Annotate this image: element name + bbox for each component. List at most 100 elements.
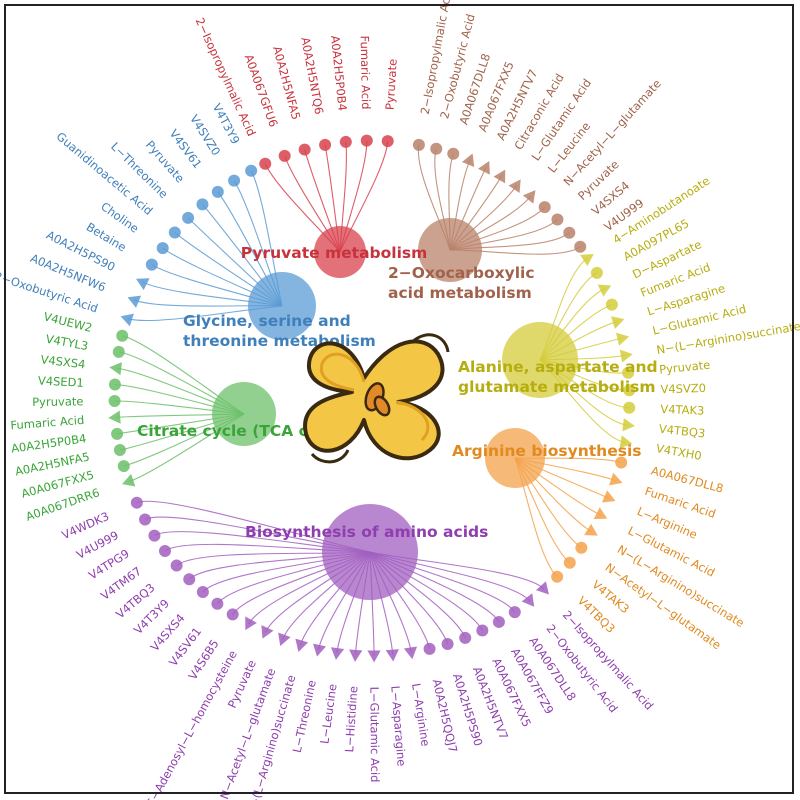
leaf-marker-circle <box>575 541 588 554</box>
leaf-label-l-histidine: L−Histidine <box>342 686 360 753</box>
leaf-marker-circle <box>245 164 258 177</box>
hub-biosynthesis <box>322 504 418 600</box>
leaf-marker-circle <box>360 134 373 147</box>
leaf-marker-triangle <box>622 418 635 432</box>
leaf-marker-circle <box>196 198 209 211</box>
leaf-marker-circle <box>563 226 576 239</box>
leaf-marker-circle <box>259 157 272 170</box>
hub-label-layer: Pyruvate metabolism 2−Oxocarboxylic acid m… <box>137 244 658 541</box>
leaf-marker-triangle <box>385 649 399 662</box>
leaf-marker-circle <box>117 460 130 473</box>
leaf-marker-circle <box>183 573 196 586</box>
leaf-marker-triangle <box>295 638 309 652</box>
hub-label-alanine: Alanine, aspartate and <box>458 358 658 376</box>
hub-oxocarboxylic <box>418 218 482 282</box>
leaf-marker-triangle <box>330 647 345 660</box>
hub-layer <box>212 218 578 600</box>
leaf-marker-circle <box>476 624 489 637</box>
leaf-label-l-asparagine: L−Asparagine <box>388 685 408 767</box>
leaf-marker-circle <box>339 135 352 148</box>
leaf-marker-triangle <box>261 625 274 639</box>
leaf-marker-circle <box>623 384 636 397</box>
leaf-marker-triangle <box>493 169 506 184</box>
leaf-marker-triangle <box>619 435 633 449</box>
leaf-marker-triangle <box>616 332 630 346</box>
leaf-marker-circle <box>622 366 635 379</box>
leaf-marker-circle <box>574 240 587 253</box>
leaf-marker-triangle <box>109 362 122 376</box>
leaf-marker-circle <box>148 529 161 542</box>
hub-label-oxocarboxylic: 2−Oxocarboxylic <box>388 264 535 282</box>
leaf-marker-triangle <box>521 593 535 607</box>
leaf-marker-circle <box>211 597 224 610</box>
hub-alanine <box>502 322 578 398</box>
leaf-marker-circle <box>319 138 332 151</box>
leaf-marker-triangle <box>312 643 327 657</box>
leaf-label-pyruvate: Pyruvate <box>383 58 400 110</box>
leaf-marker-triangle <box>611 316 625 329</box>
hub-pyruvate <box>314 226 366 278</box>
hub-label-pyruvate: Pyruvate metabolism <box>241 244 428 262</box>
leaf-marker-triangle <box>609 472 623 486</box>
leaf-label-v4tak3: V4TAK3 <box>660 402 705 418</box>
leaf-marker-triangle <box>136 278 150 291</box>
leaf-marker-circle <box>551 570 564 583</box>
leaf-marker-circle <box>492 615 505 628</box>
leaf-marker-triangle <box>278 632 291 646</box>
leaf-marker-triangle <box>580 253 594 267</box>
leaf-label-fumaric-acid: Fumaric Acid <box>358 35 374 109</box>
leaf-marker-circle <box>112 345 125 358</box>
leaf-label-fumaric-acid: Fumaric Acid <box>10 413 85 433</box>
leaf-marker-circle <box>412 138 425 151</box>
leaf-label-v4tbq3: V4TBQ3 <box>658 422 706 441</box>
center-flower-icon <box>303 333 450 464</box>
leaf-marker-triangle <box>593 507 608 520</box>
leaf-marker-circle <box>182 211 195 224</box>
leaf-marker-circle <box>130 496 143 509</box>
leaf-marker-circle <box>170 559 183 572</box>
hub-label-citrate: Citrate cycle (TCA cycle) <box>137 422 350 440</box>
leaf-label-pyruvate: Pyruvate <box>659 358 711 377</box>
leaf-marker-circle <box>563 556 576 569</box>
leaf-marker-circle <box>430 142 443 155</box>
leaf-marker-triangle <box>120 313 134 327</box>
leaf-marker-triangle <box>477 161 490 175</box>
leaf-marker-circle <box>108 394 121 407</box>
leaf-marker-triangle <box>403 646 418 660</box>
leaf-label-l-glutamic-acid: L−Glutamic Acid <box>367 687 382 783</box>
leaf-marker-circle <box>508 606 521 619</box>
leaf-marker-circle <box>551 213 564 226</box>
leaf-marker-circle <box>623 401 636 414</box>
leaf-label-v4sxs4: V4SXS4 <box>40 352 86 371</box>
leaf-marker-circle <box>116 329 129 342</box>
leaf-marker-circle <box>278 149 291 162</box>
leaf-marker-circle <box>108 378 121 391</box>
leaf-marker-circle <box>145 258 158 271</box>
leaf-label-v4sed1: V4SED1 <box>38 374 85 390</box>
leaf-marker-circle <box>298 143 311 156</box>
leaf-marker-triangle <box>597 284 612 297</box>
hub-label-oxocarboxylic: acid metabolism <box>388 284 532 302</box>
leaf-marker-circle <box>615 456 628 469</box>
leaf-marker-circle <box>381 135 394 148</box>
leaf-marker-triangle <box>122 473 136 487</box>
leaf-marker-circle <box>459 631 472 644</box>
leaf-marker-circle <box>441 638 454 651</box>
leaf-label-v4svz0: V4SVZ0 <box>660 381 706 396</box>
leaf-marker-triangle <box>245 616 257 631</box>
leaf-marker-triangle <box>522 190 536 204</box>
leaf-marker-circle <box>228 174 241 187</box>
leaf-marker-circle <box>139 513 152 526</box>
leaf-marker-circle <box>605 298 618 311</box>
leaf-marker-circle <box>158 544 171 557</box>
leaf-marker-layer <box>108 134 636 663</box>
leaf-marker-triangle <box>367 650 381 663</box>
leaf-marker-triangle <box>108 410 121 424</box>
hub-label-alanine: glutamate metabolism <box>458 378 656 396</box>
figure-frame <box>4 4 794 794</box>
hub-glycine <box>248 272 316 340</box>
leaf-marker-triangle <box>584 523 598 536</box>
hub-label-biosynthesis: Biosynthesis of amino acids <box>245 523 488 541</box>
